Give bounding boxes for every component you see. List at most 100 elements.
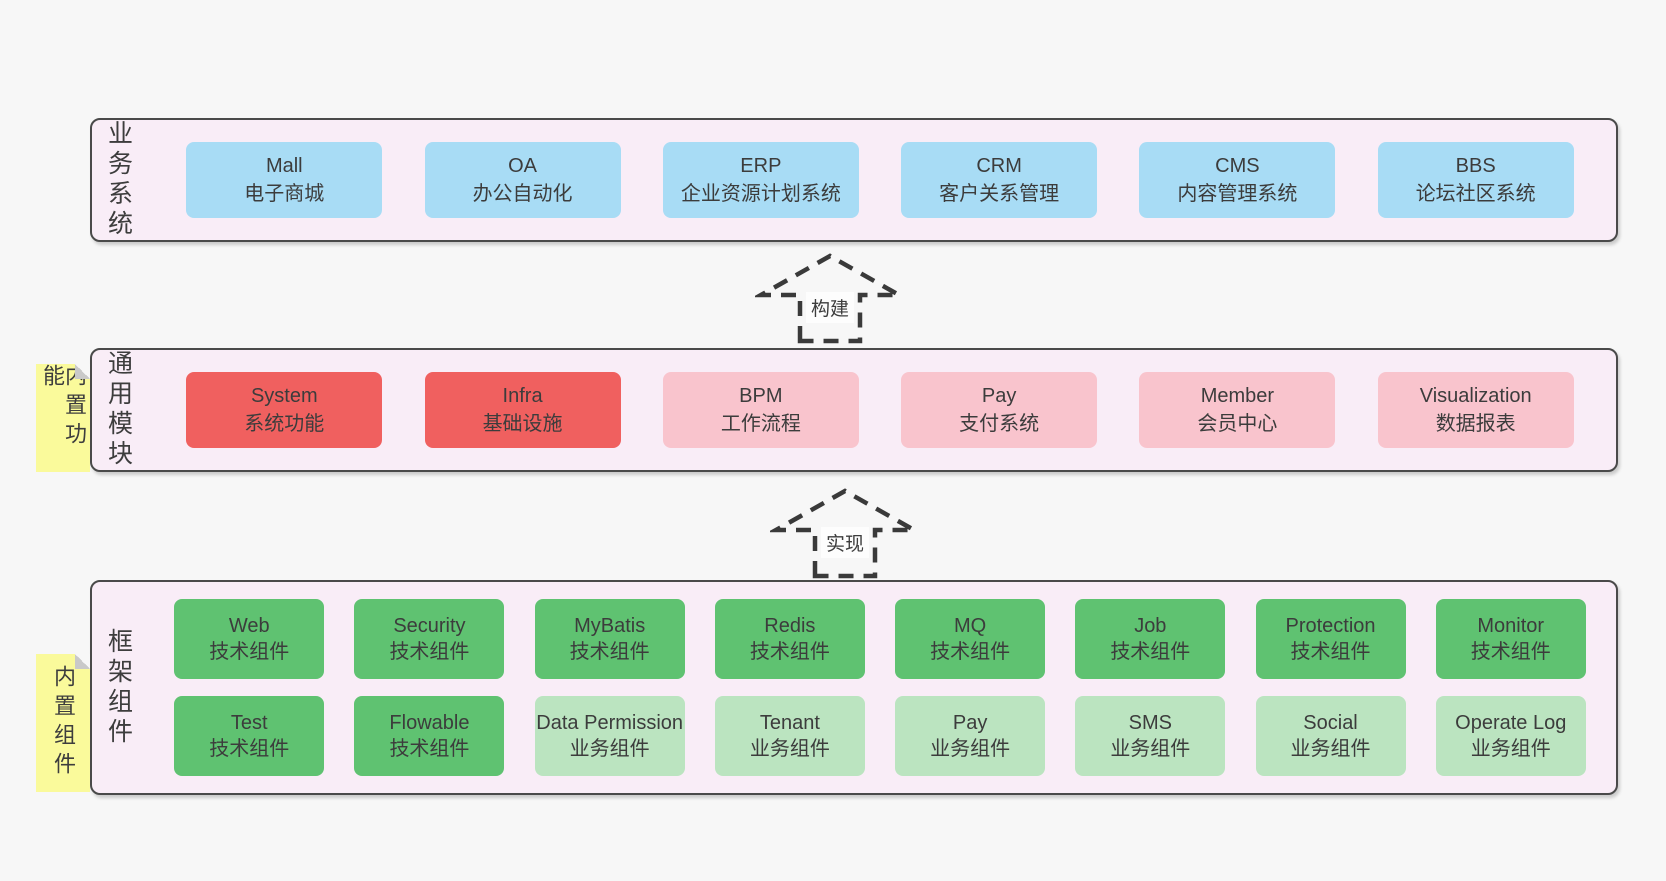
box-title: Redis	[764, 615, 816, 637]
box-bpm: BPM 工作流程	[662, 372, 859, 448]
box-title: Data Permission	[536, 712, 684, 734]
box-job: Job 技术组件	[1075, 599, 1226, 679]
box-subtitle: 业务组件	[749, 738, 830, 760]
box-title: Protection	[1285, 615, 1376, 637]
box-pay-component: Pay 业务组件	[895, 696, 1046, 776]
box-title: CRM	[976, 154, 1022, 177]
box-title: Web	[228, 615, 270, 637]
box-crm: CRM 客户关系管理	[901, 142, 1098, 218]
box-title: Social	[1303, 712, 1358, 734]
box-title: ERP	[740, 154, 782, 177]
box-subtitle: 技术组件	[569, 641, 650, 663]
box-title: CMS	[1215, 154, 1260, 177]
box-title: Monitor	[1477, 615, 1545, 637]
box-title: Job	[1134, 615, 1167, 637]
box-mybatis: MyBatis 技术组件	[534, 599, 685, 679]
box-test: Test 技术组件	[174, 696, 325, 776]
box-title: Tenant	[759, 712, 820, 734]
box-protection: Protection 技术组件	[1255, 599, 1406, 679]
box-cms: CMS 内容管理系统	[1139, 142, 1336, 218]
box-visualization: Visualization 数据报表	[1377, 372, 1574, 448]
box-title: Infra	[502, 384, 543, 407]
panel-business-label: 业务系统	[92, 120, 144, 240]
box-title: MyBatis	[574, 615, 646, 637]
panel-framework-components: 框架组件 Web 技术组件 Security 技术组件 MyBatis 技术组件…	[90, 580, 1618, 795]
box-infra: Infra 基础设施	[424, 372, 621, 448]
box-subtitle: 论坛社区系统	[1415, 183, 1536, 205]
box-member: Member 会员中心	[1139, 372, 1336, 448]
box-title: Pay	[981, 384, 1017, 407]
box-subtitle: 系统功能	[244, 413, 325, 435]
box-subtitle: 业务组件	[1110, 738, 1191, 760]
framework-row-2: Test 技术组件 Flowable 技术组件 Data Permission …	[144, 696, 1616, 776]
box-subtitle: 支付系统	[959, 413, 1040, 435]
sticky-builtin-components: 内置组件	[36, 654, 90, 792]
box-title: Test	[230, 712, 268, 734]
box-tenant: Tenant 业务组件	[714, 696, 865, 776]
box-subtitle: 基础设施	[482, 413, 563, 435]
box-title: BPM	[739, 384, 783, 407]
panel-framework-label: 框架组件	[92, 582, 144, 793]
framework-row-1: Web 技术组件 Security 技术组件 MyBatis 技术组件 Redi…	[144, 599, 1616, 679]
box-subtitle: 技术组件	[1470, 641, 1551, 663]
box-erp: ERP 企业资源计划系统	[662, 142, 859, 218]
box-subtitle: 技术组件	[1290, 641, 1371, 663]
box-operate-log: Operate Log 业务组件	[1435, 696, 1586, 776]
box-subtitle: 客户关系管理	[939, 183, 1060, 205]
vertical-label: 框架组件	[104, 627, 133, 748]
framework-box-grid: Web 技术组件 Security 技术组件 MyBatis 技术组件 Redi…	[144, 582, 1616, 793]
box-subtitle: 业务组件	[1290, 738, 1371, 760]
box-subtitle: 技术组件	[1110, 641, 1191, 663]
box-flowable: Flowable 技术组件	[354, 696, 505, 776]
dashed-up-arrow-icon	[770, 488, 920, 579]
box-subtitle: 业务组件	[1470, 738, 1551, 760]
box-subtitle: 技术组件	[209, 738, 290, 760]
panel-modules-label: 通用模块	[92, 350, 144, 470]
box-subtitle: 会员中心	[1197, 413, 1278, 435]
box-redis: Redis 技术组件	[714, 599, 865, 679]
vertical-label: 业务系统	[104, 120, 133, 240]
box-subtitle: 技术组件	[749, 641, 830, 663]
box-subtitle: 电子商城	[244, 183, 325, 205]
box-title: Member	[1200, 384, 1275, 407]
box-data-permission: Data Permission 业务组件	[534, 696, 685, 776]
box-social: Social 业务组件	[1255, 696, 1406, 776]
box-subtitle: 数据报表	[1435, 413, 1516, 435]
box-title: SMS	[1128, 712, 1172, 734]
box-mall: Mall 电子商城	[186, 142, 383, 218]
arrow-build-label: 构建	[805, 292, 855, 323]
box-title: BBS	[1455, 154, 1496, 177]
dashed-up-arrow-icon	[755, 253, 905, 344]
panel-business-systems: 业务系统 Mall 电子商城 OA 办公自动化 ERP 企业资源计划系统 CRM…	[90, 118, 1618, 242]
box-title: OA	[508, 154, 538, 177]
box-title: Operate Log	[1455, 712, 1567, 734]
box-mq: MQ 技术组件	[895, 599, 1046, 679]
panel-common-modules: 通用模块 System 系统功能 Infra 基础设施 BPM 工作流程 Pay…	[90, 348, 1618, 472]
box-subtitle: 技术组件	[930, 641, 1011, 663]
box-title: MQ	[953, 615, 987, 637]
arrow-build: 构建	[755, 251, 905, 345]
box-subtitle: 技术组件	[389, 738, 470, 760]
box-title: System	[250, 384, 318, 407]
box-subtitle: 工作流程	[720, 413, 801, 435]
box-title: Visualization	[1419, 384, 1532, 407]
box-subtitle: 技术组件	[209, 641, 290, 663]
box-system: System 系统功能	[186, 372, 383, 448]
sticky-label: 内置组件	[51, 665, 76, 781]
box-subtitle: 办公自动化	[472, 183, 573, 205]
sticky-label: 内置功能	[40, 364, 87, 451]
box-title: Flowable	[389, 712, 470, 734]
arrow-implement: 实现	[770, 486, 920, 580]
business-box-row: Mall 电子商城 OA 办公自动化 ERP 企业资源计划系统 CRM 客户关系…	[144, 120, 1616, 240]
box-bbs: BBS 论坛社区系统	[1377, 142, 1574, 218]
box-subtitle: 业务组件	[930, 738, 1011, 760]
box-oa: OA 办公自动化	[424, 142, 621, 218]
vertical-label: 通用模块	[104, 350, 133, 470]
box-security: Security 技术组件	[354, 599, 505, 679]
sticky-builtin-features: 内置功能	[36, 364, 90, 472]
box-web: Web 技术组件	[174, 599, 325, 679]
box-monitor: Monitor 技术组件	[1435, 599, 1586, 679]
arrow-implement-label: 实现	[820, 527, 870, 558]
box-subtitle: 企业资源计划系统	[680, 183, 841, 205]
box-subtitle: 业务组件	[569, 738, 650, 760]
